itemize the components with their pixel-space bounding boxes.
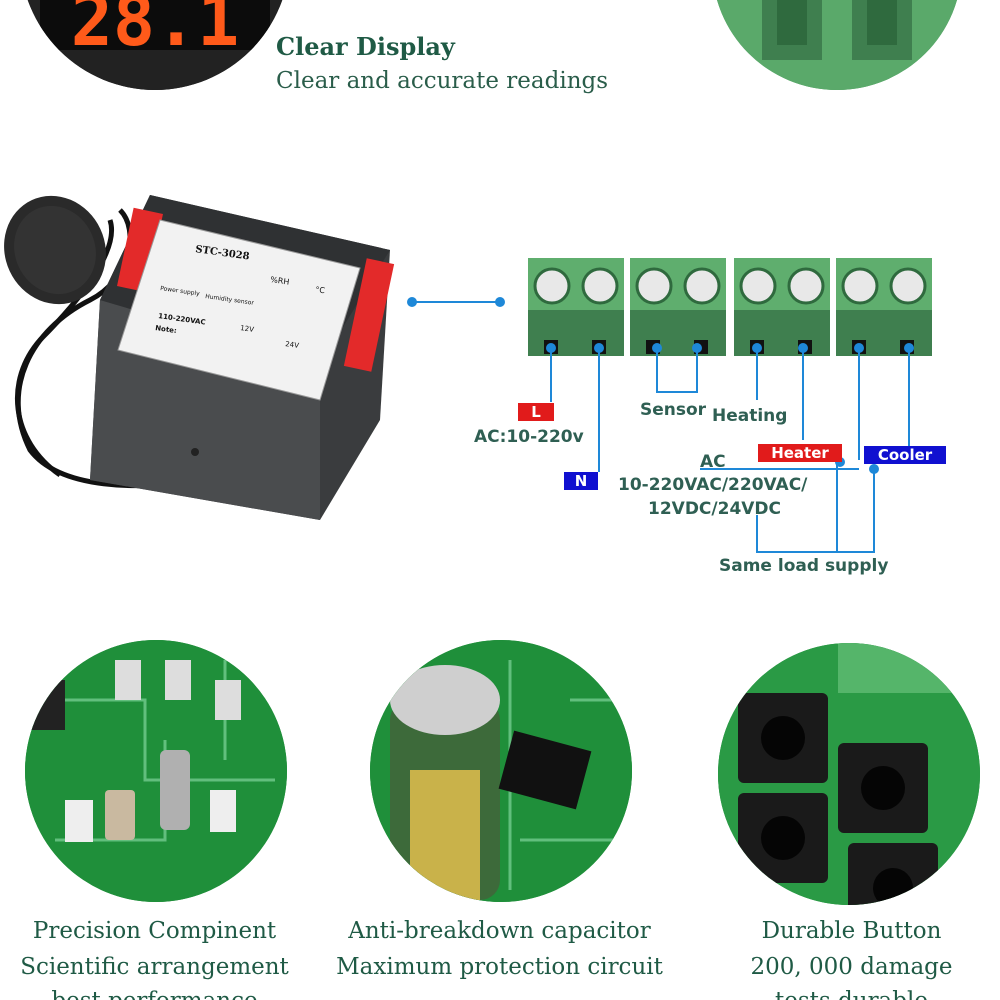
feature-title-components: Precision Compinent bbox=[32, 918, 277, 944]
tag-L: L bbox=[518, 403, 554, 421]
feature-line2-components: best performance bbox=[0, 988, 321, 1000]
terminal-block-cooling bbox=[836, 258, 932, 356]
load-voltage-line2: 12VDC/24VDC bbox=[648, 499, 782, 519]
heating-label: Heating bbox=[712, 406, 788, 426]
terminal-photo bbox=[712, 0, 962, 90]
display-photo: 28.1 bbox=[20, 0, 290, 90]
buttons-photo bbox=[718, 643, 980, 905]
feature-title-buttons: Durable Button bbox=[761, 918, 942, 944]
device-label-c: °C bbox=[315, 285, 326, 295]
same-load-supply-label: Same load supply bbox=[719, 556, 889, 576]
device-opt-24: 24V bbox=[285, 340, 300, 350]
display-title: Clear Display bbox=[276, 32, 455, 61]
feature-line1-components: Scientific arrangement bbox=[20, 954, 289, 980]
device-note: Note: bbox=[155, 324, 178, 335]
load-voltage-line1: 10-220VAC/220VAC/ bbox=[618, 475, 808, 495]
sensor-label: Sensor bbox=[640, 400, 707, 420]
wiring-diagram bbox=[407, 258, 932, 553]
display-digits: 28.1 bbox=[71, 0, 240, 62]
feature-line2-buttons: tests,durable bbox=[685, 988, 1000, 1000]
tag-heater: Heater bbox=[758, 444, 842, 462]
tag-N: N bbox=[564, 472, 598, 490]
terminal-block-heating bbox=[734, 258, 830, 356]
ac-label: AC bbox=[700, 452, 726, 472]
terminal-block-power bbox=[528, 258, 624, 356]
terminal-block-sensor bbox=[630, 258, 726, 356]
device-label-rh: %RH bbox=[270, 275, 290, 287]
tag-cooler: Cooler bbox=[864, 446, 946, 464]
device-opt-12: 12V bbox=[240, 324, 255, 334]
pcb-components-photo bbox=[25, 640, 287, 902]
feature-line1-buttons: 200, 000 damage bbox=[750, 954, 953, 980]
feature-line1-capacitor: Maximum protection circuit bbox=[336, 954, 663, 980]
display-subtitle: Clear and accurate readings bbox=[276, 68, 609, 94]
ac-range-label: AC:10-220v bbox=[474, 427, 584, 447]
feature-title-capacitor: Anti-breakdown capacitor bbox=[348, 918, 651, 944]
capacitor-photo bbox=[370, 640, 632, 902]
controller-device: STC-3028 %RH °C Power supply Humidity se… bbox=[0, 190, 400, 530]
